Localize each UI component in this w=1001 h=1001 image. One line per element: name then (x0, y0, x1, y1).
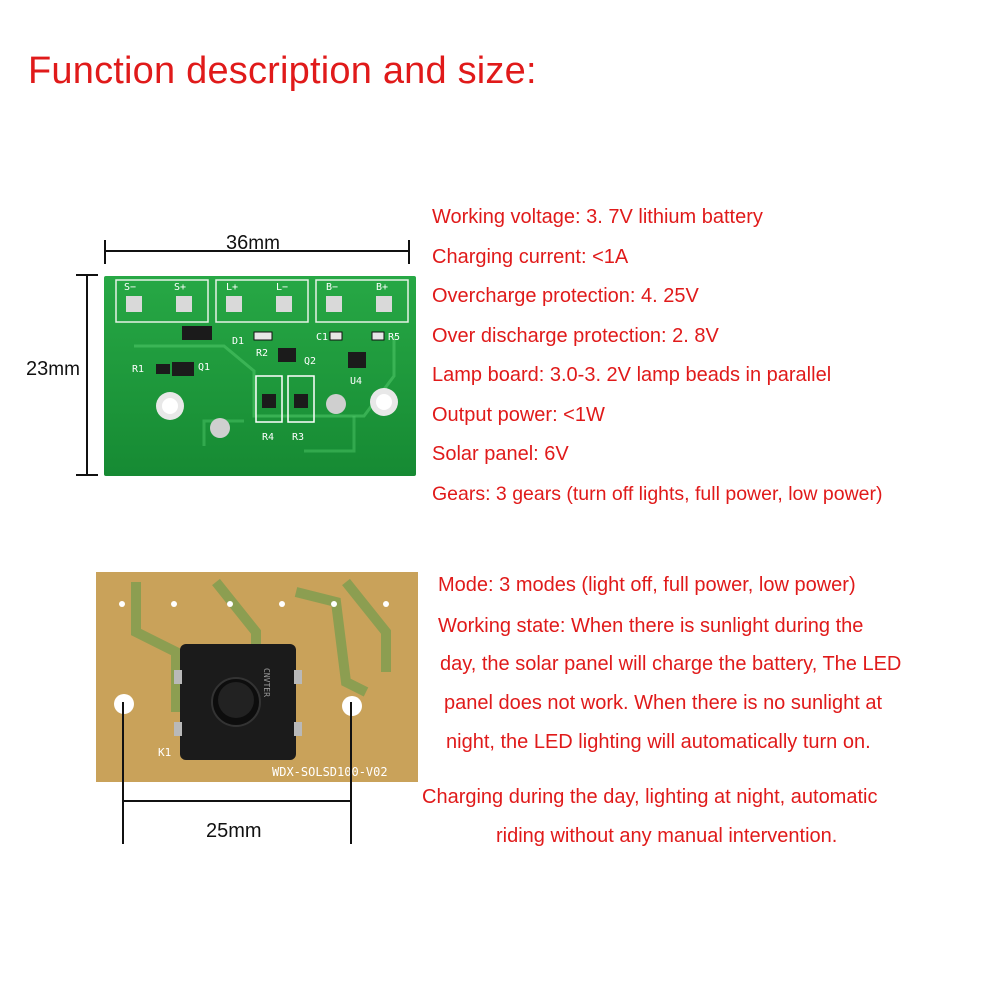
pad-label: B− (326, 282, 338, 293)
pad-label: B+ (376, 282, 388, 293)
spec-gears: Gears: 3 gears (turn off lights, full po… (432, 483, 883, 505)
pad-l-minus (276, 296, 292, 312)
mode-line: night, the LED lighting will automatical… (446, 731, 871, 753)
width-label-25: 25mm (206, 820, 262, 842)
pad-label: S− (124, 282, 136, 293)
component-label: R4 (262, 432, 274, 443)
resistor-r4 (262, 394, 276, 408)
mode-line: day, the solar panel will charge the bat… (440, 653, 902, 675)
spec-overdischarge-protection: Over discharge protection: 2. 8V (432, 325, 719, 347)
spec-lamp-board: Lamp board: 3.0-3. 2V lamp beads in para… (432, 364, 832, 386)
transistor-q2 (278, 348, 296, 362)
component-label: R5 (388, 332, 400, 343)
component-label: D1 (232, 336, 244, 347)
pad-b-plus (376, 296, 392, 312)
switch-brand: CNVTER (262, 668, 271, 697)
mode-line: Mode: 3 modes (light off, full power, lo… (438, 574, 856, 596)
pad-l-plus (226, 296, 242, 312)
resistor-r1 (156, 364, 170, 374)
component-label: R2 (256, 348, 268, 359)
pcb-top-board: S− S+ L+ L− B− B+ D1 R2 Q2 C1 R5 R1 Q1 U… (104, 276, 416, 476)
component-label: Q1 (198, 362, 210, 373)
mode-line: Working state: When there is sunlight du… (438, 615, 864, 637)
component-label: U4 (350, 376, 362, 387)
resistor-r2 (253, 331, 273, 341)
component-label: R1 (132, 364, 144, 375)
width-label-36: 36mm (226, 232, 280, 254)
diode-d1 (182, 326, 212, 340)
height-dimension-top: 23mm (26, 270, 108, 480)
pcb-bottom-board: CNVTER K1 WDX-SOLSD100-V02 (96, 572, 418, 782)
pad-label: L+ (226, 282, 238, 293)
mode-line: panel does not work. When there is no su… (444, 692, 883, 714)
board-silkscreen: WDX-SOLSD100-V02 (272, 765, 388, 779)
spec-working-voltage: Working voltage: 3. 7V lithium battery (432, 206, 763, 228)
spec-solar-panel: Solar panel: 6V (432, 443, 569, 465)
component-label: Q2 (304, 356, 316, 367)
pad-label: L− (276, 282, 288, 293)
width-dimension-bottom: 25mm (118, 702, 358, 848)
switch-label-k1: K1 (158, 746, 171, 759)
transistor-q1 (172, 362, 194, 376)
capacitor-c1 (329, 331, 343, 341)
footer-line: riding without any manual intervention. (496, 825, 838, 847)
pad-label: S+ (174, 282, 186, 293)
pad-s-plus (176, 296, 192, 312)
height-label-23: 23mm (26, 358, 80, 381)
component-label: R3 (292, 432, 304, 443)
page-title: Function description and size: (28, 50, 537, 92)
spec-charging-current: Charging current: <1A (432, 246, 629, 268)
footer-line: Charging during the day, lighting at nig… (422, 786, 878, 808)
resistor-r3 (294, 394, 308, 408)
spec-output-power: Output power: <1W (432, 404, 605, 426)
resistor-r5 (371, 331, 385, 341)
pad-s-minus (126, 296, 142, 312)
component-label: C1 (316, 332, 328, 343)
pad-b-minus (326, 296, 342, 312)
width-dimension-top: 36mm (98, 232, 418, 264)
ic-u4 (348, 352, 366, 368)
spec-overcharge-protection: Overcharge protection: 4. 25V (432, 285, 699, 307)
